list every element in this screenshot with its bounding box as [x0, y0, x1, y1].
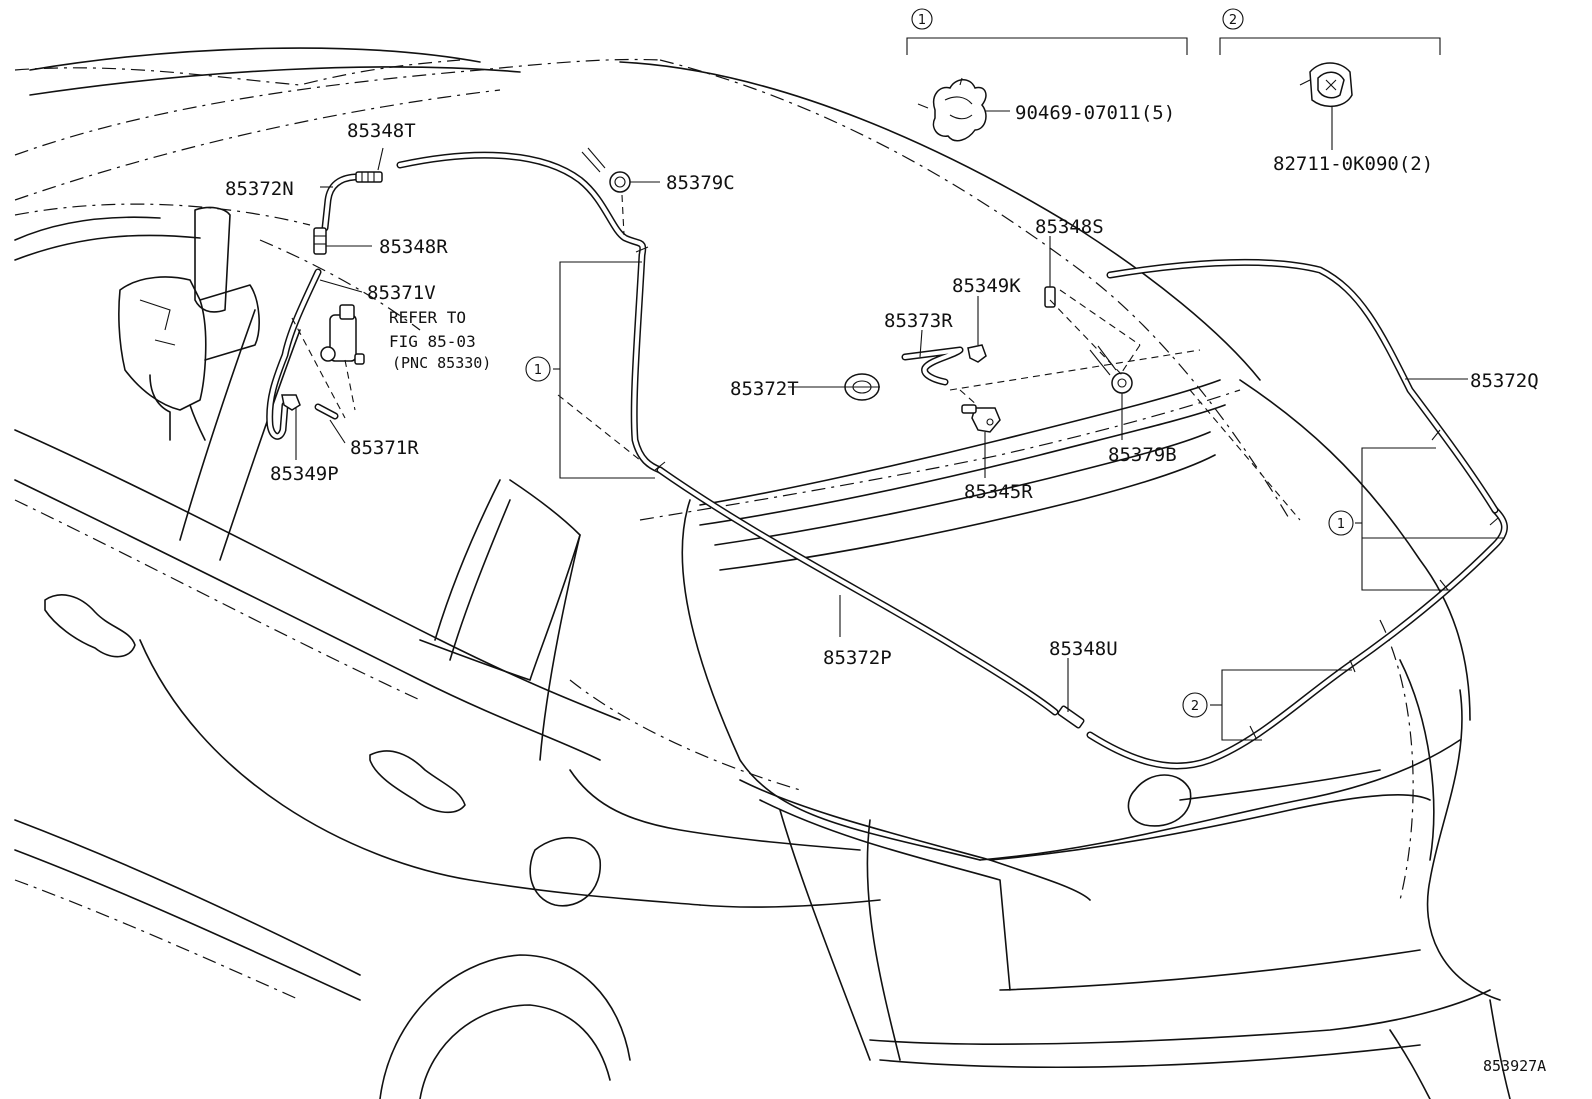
callout-brackets: [553, 37, 1505, 741]
label-85379c: 85379C: [666, 172, 735, 194]
marker-1-left: 1: [525, 356, 551, 382]
label-85373r: 85373R: [884, 310, 953, 332]
washer-hoses: [266, 151, 1508, 770]
label-85372t: 85372T: [730, 378, 799, 400]
svg-text:1: 1: [534, 363, 542, 378]
label-85371v: 85371V: [367, 282, 436, 304]
label-85348u: 85348U: [1049, 638, 1118, 660]
label-85372n: 85372N: [225, 178, 294, 200]
label-85348s: 85348S: [1035, 216, 1104, 238]
legend-marker-1: 1: [911, 8, 933, 30]
marker-2-right: 2: [1182, 692, 1208, 718]
leader-lines: [291, 98, 1468, 712]
legend-marker-2: 2: [1222, 8, 1244, 30]
part-labels: 90469-07011(5) 82711-0K090(2) 85348T 853…: [225, 102, 1546, 1075]
label-85371r: 85371R: [350, 437, 419, 459]
legend-part-2: 82711-0K090(2): [1273, 153, 1433, 175]
label-85349k: 85349K: [952, 275, 1021, 297]
washer-nozzle-85345r: [961, 404, 1001, 433]
check-valve-85379b: [1089, 345, 1133, 394]
svg-text:2: 2: [1229, 13, 1237, 28]
label-85349p: 85349P: [270, 463, 339, 485]
refer-note-line1: REFER TO: [389, 308, 466, 327]
label-85372q: 85372Q: [1470, 370, 1539, 392]
marker-1-right: 1: [1328, 510, 1354, 536]
clamp-icon-90469: [917, 77, 987, 142]
label-85348r: 85348R: [379, 236, 448, 258]
vehicle-body-outline: [14, 47, 1511, 1099]
refer-note-line2: FIG 85-03: [389, 332, 476, 351]
washer-pump: [320, 304, 365, 365]
svg-text:1: 1: [1337, 517, 1345, 532]
label-85372p: 85372P: [823, 647, 892, 669]
svg-text:1: 1: [918, 13, 926, 28]
label-85348t: 85348T: [347, 120, 416, 142]
label-85379b: 85379B: [1108, 444, 1177, 466]
legend-part-1: 90469-07011(5): [1015, 102, 1175, 124]
diagram-reference-code: 853927A: [1483, 1057, 1546, 1075]
svg-text:2: 2: [1191, 699, 1199, 714]
label-85345r: 85345R: [964, 481, 1033, 503]
clip-icon-82711: [1299, 62, 1353, 107]
refer-note-line3: (PNC 85330): [392, 354, 491, 372]
marker-circles: 1 2 1 1 2: [525, 8, 1354, 718]
